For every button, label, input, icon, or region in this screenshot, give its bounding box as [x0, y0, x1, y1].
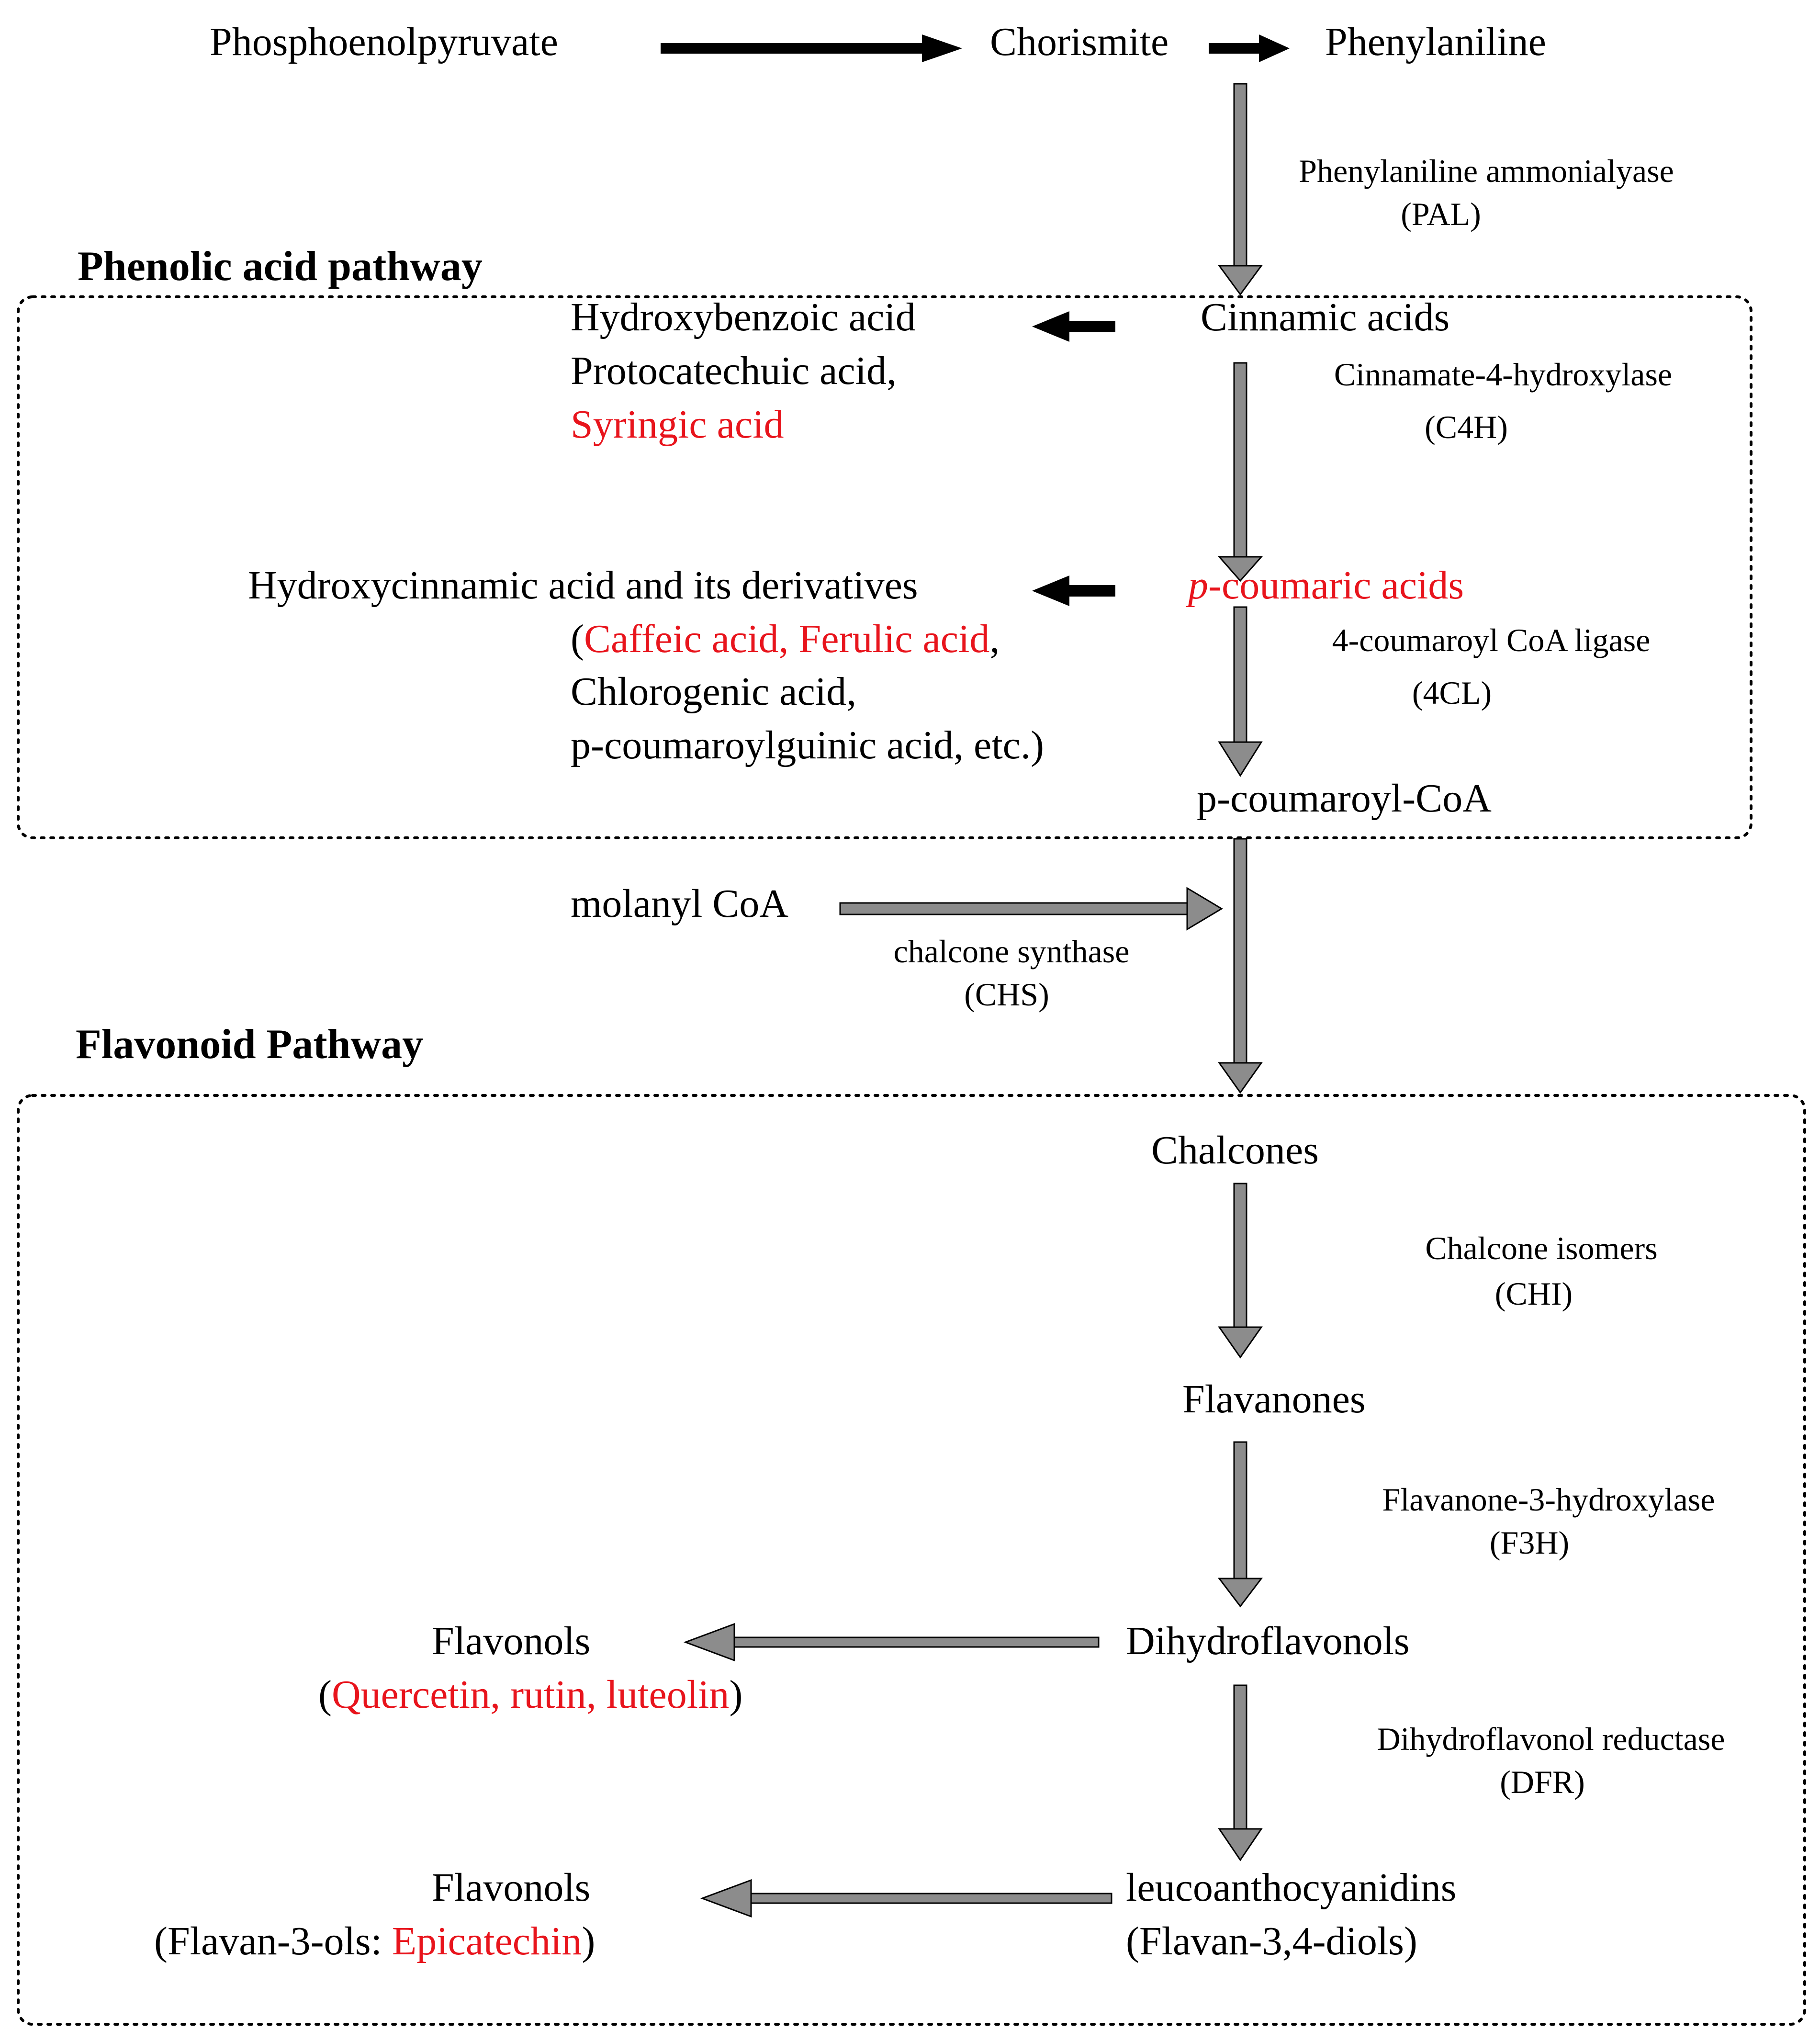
enzyme-chs-abbr: (CHS)	[964, 976, 1049, 1013]
epicatechin-red: Epicatechin	[392, 1919, 582, 1963]
arrow-c4h	[1217, 362, 1263, 582]
caffeic-ferulic-acid: Caffeic acid, Ferulic acid	[584, 617, 989, 661]
paren-open: (	[318, 1672, 332, 1717]
node-chlorogenic-acid: Chlorogenic acid,	[571, 669, 856, 714]
arrow-dihydroflavonols-to-flavonols	[683, 1623, 1100, 1662]
node-hydroxybenzoic-acid: Hydroxybenzoic acid	[571, 295, 916, 339]
arrow-chi	[1218, 1183, 1263, 1359]
enzyme-pal-abbr: (PAL)	[1401, 196, 1481, 232]
enzyme-chs-name: chalcone synthase	[894, 933, 1130, 970]
enzyme-4cl-name: 4-coumaroyl CoA ligase	[1332, 622, 1651, 658]
p-coumaric-name: coumaric acids	[1222, 563, 1464, 608]
node-flavan-3-ols-epicatechin: (Flavan-3-ols: Epicatechin)	[154, 1919, 595, 1963]
enzyme-4cl-abbr: (4CL)	[1412, 675, 1492, 711]
quercetin-rutin-luteolin-red: Quercetin, rutin, luteolin	[332, 1672, 729, 1717]
arrow-f3h	[1217, 1441, 1263, 1608]
node-hydroxycinnamic-acid: Hydroxycinnamic acid and its derivatives	[248, 563, 918, 608]
arrow-cinnamic-to-hydroxybenzoic	[1032, 311, 1115, 342]
node-p-coumaroylguinic-acid: p-coumaroylguinic acid, etc.)	[571, 723, 1044, 767]
node-flavanones: Flavanones	[1182, 1377, 1366, 1421]
arrow-molanyl-coa	[839, 887, 1223, 931]
arrow-chorismite-to-phenylaniline	[1209, 34, 1290, 62]
node-caffeic-ferulic-line: (Caffeic acid, Ferulic acid,	[571, 617, 1000, 661]
flavan-3-ols-prefix: (Flavan-3-ols:	[154, 1919, 392, 1963]
flavonoid-pathway-box	[17, 1094, 1806, 2026]
arrow-chs-main	[1218, 838, 1263, 1094]
node-chalcones: Chalcones	[1151, 1128, 1319, 1173]
node-cinnamic-acids: Cinnamic acids	[1201, 295, 1449, 339]
arrow-leuco-to-flavonols	[700, 1879, 1112, 1918]
heading-flavonoid-pathway: Flavonoid Pathway	[76, 1021, 423, 1068]
node-flavonols-1: Flavonols	[432, 1619, 590, 1663]
enzyme-dfr-name: Dihydroflavonol reductase	[1377, 1721, 1725, 1757]
node-p-coumaroyl-coa: p-coumaroyl-CoA	[1197, 776, 1492, 821]
arrow-coumaric-to-hydroxycinnamic	[1032, 575, 1115, 606]
enzyme-c4h-name: Cinnamate-4-hydroxylase	[1334, 356, 1672, 393]
arrow-4cl	[1218, 606, 1263, 777]
heading-phenolic-acid-pathway: Phenolic acid pathway	[78, 243, 483, 290]
node-phenylaniline: Phenylaniline	[1325, 20, 1546, 64]
node-chorismite: Chorismite	[990, 20, 1168, 64]
phenolic-pathway-box	[17, 295, 1753, 839]
node-flavan-3-4-diols: (Flavan-3,4-diols)	[1126, 1919, 1417, 1963]
comma: ,	[989, 617, 1000, 661]
node-protocatechuic-acid: Protocatechuic acid,	[571, 349, 897, 393]
paren-close: )	[729, 1672, 742, 1717]
enzyme-f3h-abbr: (F3H)	[1490, 1524, 1569, 1561]
node-p-coumaric-acids: p-coumaric acids	[1186, 563, 1464, 608]
enzyme-dfr-abbr: (DFR)	[1500, 1764, 1585, 1800]
node-molanyl-coa: molanyl CoA	[571, 881, 788, 926]
node-quercetin-rutin-luteolin: (Quercetin, rutin, luteolin)	[318, 1672, 742, 1717]
enzyme-chi-name: Chalcone isomers	[1425, 1230, 1657, 1266]
enzyme-pal-name: Phenylaniline ammonialyase	[1299, 153, 1674, 189]
p-coumaric-italic-prefix: p-	[1186, 563, 1222, 608]
node-dihydroflavonols: Dihydroflavonols	[1126, 1619, 1410, 1663]
node-phosphoenolpyruvate: Phosphoenolpyruvate	[210, 20, 558, 64]
arrow-dfr	[1218, 1684, 1263, 1861]
paren-open: (	[571, 617, 584, 661]
arrow-pal	[1218, 83, 1263, 296]
enzyme-c4h-abbr: (C4H)	[1425, 409, 1508, 445]
node-syringic-acid: Syringic acid	[571, 402, 784, 447]
enzyme-chi-abbr: (CHI)	[1495, 1275, 1573, 1312]
enzyme-f3h-name: Flavanone-3-hydroxylase	[1382, 1481, 1715, 1518]
paren-close: )	[582, 1919, 595, 1963]
node-flavonols-2: Flavonols	[432, 1865, 590, 1910]
node-leucoanthocyanidins: leucoanthocyanidins	[1126, 1865, 1456, 1910]
arrow-pep-to-chorismite	[661, 34, 962, 62]
